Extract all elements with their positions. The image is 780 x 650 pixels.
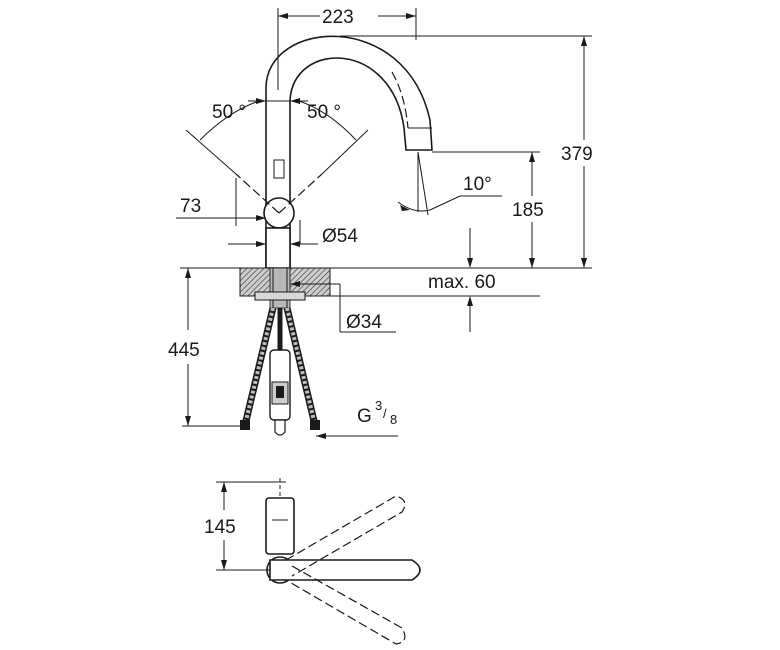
dim-handle-diameter: Ø54	[322, 226, 358, 247]
dim-handle-offset: 73	[180, 196, 201, 217]
dim-connection-slash: /	[383, 406, 387, 421]
faucet-base	[265, 227, 291, 269]
dim-connection-thread: G	[357, 406, 372, 427]
dim-max-thickness: max. 60	[428, 272, 496, 293]
top-view-spout-swivel-up	[285, 495, 406, 577]
dim-spray-angle: 10°	[463, 174, 492, 195]
dim-spout-height: 185	[512, 200, 544, 221]
top-view-spout-swivel-down	[285, 565, 406, 645]
dim-spout-reach: 223	[322, 7, 354, 28]
supply-hoses	[240, 307, 320, 436]
dimensions-side-view: 223 379 185 10° 50 ° 50 °	[168, 7, 593, 439]
dim-swivel-left: 50 °	[212, 102, 246, 123]
swivel-line-left	[235, 173, 280, 214]
countertop	[180, 267, 540, 309]
dim-connection-num: 3	[375, 398, 382, 413]
top-view-handle	[265, 497, 295, 555]
dim-total-height: 379	[561, 144, 593, 165]
dim-swivel-right: 50 °	[307, 102, 341, 123]
spray-head	[391, 71, 409, 129]
mounting-nut	[254, 291, 306, 301]
dim-hole-diameter: Ø34	[346, 312, 382, 333]
swivel-line-right	[278, 173, 323, 214]
dim-hose-length: 445	[168, 340, 200, 361]
faucet-top-view: 145	[204, 478, 421, 645]
dim-top-view-depth: 145	[204, 517, 236, 538]
dim-connection-den: 8	[390, 412, 397, 427]
body-grip-mark	[273, 159, 285, 179]
top-view-spout	[269, 559, 421, 581]
